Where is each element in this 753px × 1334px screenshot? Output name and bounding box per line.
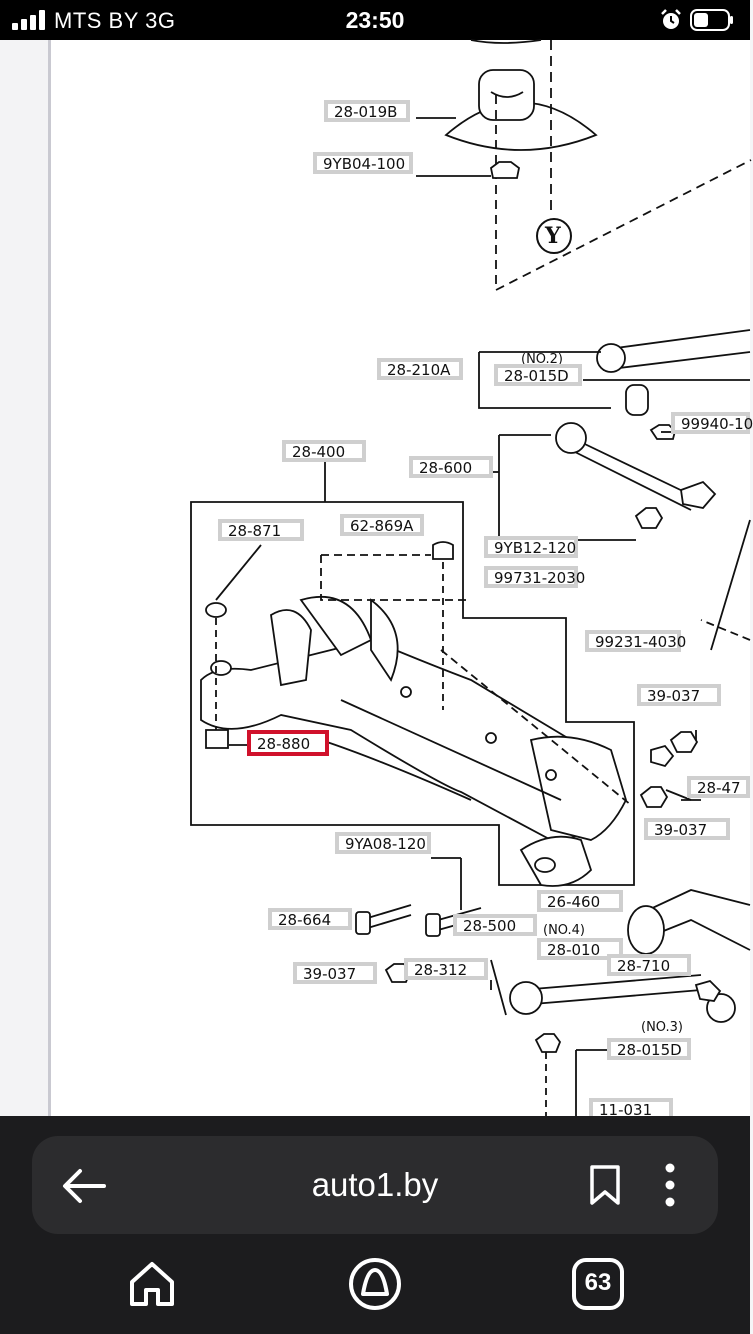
tabs-button[interactable]: 63 [570,1256,626,1312]
part-label[interactable]: 28-400 [282,440,366,462]
part-label[interactable]: 9YA08-120 [335,832,431,854]
callout-no4: (NO.4) [543,923,585,938]
part-label-highlighted[interactable]: 28-880 [247,730,329,756]
web-page[interactable]: Y (NO.2) (NO.4) (NO.3) 28-019B 9YB04-100… [0,39,753,1120]
part-label[interactable]: 28-664 [268,908,352,930]
address-bar[interactable]: auto1.by [32,1136,718,1234]
tabs-icon [572,1258,624,1310]
tab-count: 63 [584,1269,612,1296]
signal-strength-icon [12,10,45,30]
status-bar: MTS BY 3G 23:50 [0,0,750,40]
alarm-icon [661,9,681,29]
part-label[interactable]: 28-019B [324,100,410,122]
browser-toolbar: auto1.by 63 [0,1116,750,1334]
part-label[interactable]: 39-037 [637,684,721,706]
part-label[interactable]: 39-037 [293,962,377,984]
part-label[interactable]: 28-015D [607,1038,691,1060]
part-label[interactable]: 9YB12-120 [484,536,578,558]
back-arrow-icon[interactable] [60,1166,108,1206]
part-label[interactable]: 62-869A [340,514,424,536]
part-label[interactable]: 28-871 [218,519,304,541]
more-vertical-icon[interactable] [660,1162,680,1208]
bookmark-icon[interactable] [588,1164,622,1206]
part-label[interactable]: 39-037 [644,818,730,840]
part-label[interactable]: 99940-10 [671,412,753,434]
part-label[interactable]: 26-460 [537,890,623,912]
callout-no3: (NO.3) [641,1020,683,1035]
part-label[interactable]: 28-710 [607,954,691,976]
reference-mark-y: Y [545,223,561,249]
battery-icon [690,9,733,31]
part-label[interactable]: 28-210A [377,358,463,380]
part-label[interactable]: 28-600 [409,456,493,478]
part-label[interactable]: 28-015D [494,364,582,386]
callout-no2: (NO.2) [521,352,563,367]
part-label[interactable]: 99231-4030 [585,630,686,652]
part-label[interactable]: 99731-2030 [484,566,585,588]
page-left-margin [0,40,51,1116]
part-label[interactable]: 28-500 [453,914,537,936]
part-label[interactable]: 9YB04-100 [313,152,413,174]
part-label[interactable]: 28-47 [687,776,750,798]
carrier-label: MTS BY 3G [54,8,176,33]
url-text[interactable]: auto1.by [311,1166,439,1203]
part-label[interactable]: 28-010 [537,938,623,960]
part-label[interactable]: 28-312 [404,958,488,980]
alice-icon[interactable] [347,1256,403,1312]
clock: 23:50 [345,7,405,33]
home-icon[interactable] [124,1256,180,1312]
parts-diagram[interactable]: Y (NO.2) (NO.4) (NO.3) 28-019B 9YB04-100… [51,39,753,1120]
